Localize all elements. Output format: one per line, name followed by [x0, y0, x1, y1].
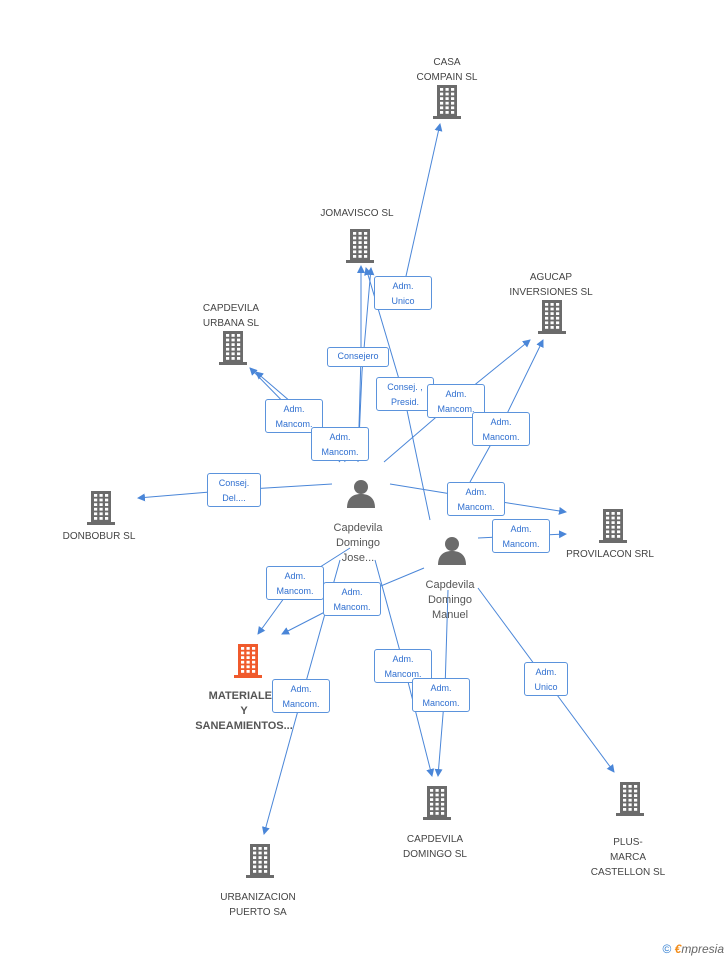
- person-label-jose[interactable]: Capdevila Domingo Jose...: [333, 522, 383, 564]
- relation-edge: [401, 123, 443, 295]
- company-label-agucap[interactable]: AGUCAP INVERSIONES SL: [509, 272, 593, 298]
- person-label-manuel[interactable]: Capdevila Domingo Manuel: [425, 579, 475, 621]
- relation-label[interactable]: Consej. , Presid.: [376, 377, 434, 411]
- building-icon[interactable]: [423, 786, 451, 825]
- relation-label[interactable]: Adm. Mancom.: [374, 649, 432, 683]
- company-label-plus[interactable]: PLUS- MARCA CASTELLON SL: [590, 837, 666, 878]
- company-label-urbana[interactable]: CAPDEVILA URBANA SL: [202, 303, 260, 329]
- relation-label[interactable]: Adm. Mancom.: [472, 412, 530, 446]
- building-icon[interactable]: [87, 491, 115, 530]
- relation-label[interactable]: Adm. Mancom.: [272, 679, 330, 713]
- person-icon[interactable]: [346, 478, 376, 513]
- company-label-donbobur[interactable]: DONBOBUR SL: [62, 531, 136, 542]
- person-icon[interactable]: [437, 535, 467, 570]
- company-label-casa[interactable]: CASA COMPAIN SL: [416, 57, 478, 83]
- building-icon[interactable]: [234, 644, 262, 683]
- company-label-materiales[interactable]: MATERIALES Y SANEAMIENTOS...: [195, 690, 293, 732]
- company-label-domingo[interactable]: CAPDEVILA DOMINGO SL: [403, 834, 467, 860]
- building-icon[interactable]: [246, 844, 274, 883]
- relation-label[interactable]: Adm. Mancom.: [311, 427, 369, 461]
- company-label-urbanizacion[interactable]: URBANIZACION PUERTO SA: [220, 892, 296, 918]
- building-icon[interactable]: [433, 85, 461, 124]
- company-label-provilacon[interactable]: PROVILACON SRL: [566, 549, 654, 560]
- relation-label[interactable]: Adm. Mancom.: [492, 519, 550, 553]
- building-icon[interactable]: [538, 300, 566, 339]
- copyright-symbol: ©: [662, 942, 672, 956]
- relation-label[interactable]: Adm. Mancom.: [447, 482, 505, 516]
- building-icon[interactable]: [599, 509, 627, 548]
- relation-label[interactable]: Adm. Mancom.: [266, 566, 324, 600]
- relation-label[interactable]: Consejero: [327, 347, 389, 367]
- relation-label[interactable]: Adm. Mancom.: [412, 678, 470, 712]
- brand-logo: €mpresia: [674, 942, 724, 956]
- building-icon[interactable]: [616, 782, 644, 821]
- footer-brand: © €mpresia: [662, 942, 724, 956]
- relation-label[interactable]: Adm. Unico: [374, 276, 432, 310]
- relation-label[interactable]: Adm. Unico: [524, 662, 568, 696]
- company-label-jomavisco[interactable]: JOMAVISCO SL: [320, 208, 394, 219]
- relation-label[interactable]: Consej. Del....: [207, 473, 261, 507]
- building-icon[interactable]: [346, 229, 374, 268]
- building-icon[interactable]: [219, 331, 247, 370]
- relation-label[interactable]: Adm. Mancom.: [323, 582, 381, 616]
